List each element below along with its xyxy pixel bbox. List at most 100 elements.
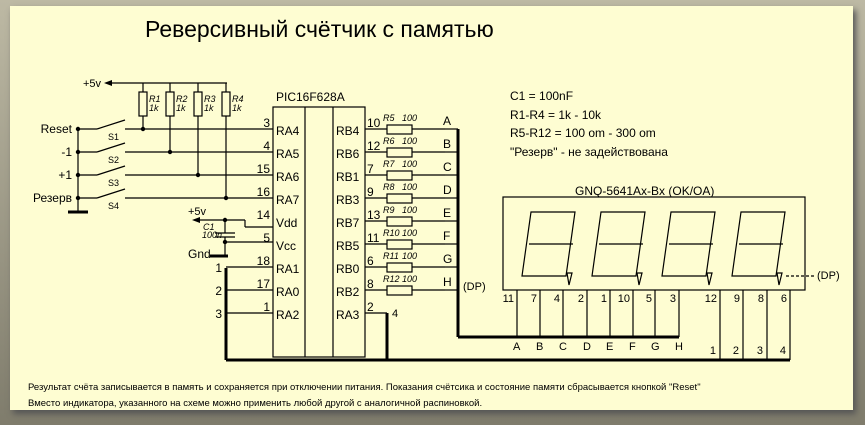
segment-letter: D (583, 341, 591, 353)
display-pin-number: 5 (646, 293, 652, 305)
pin-label: RA2 (276, 308, 300, 322)
display-pin-number: 2 (578, 293, 584, 305)
output-letter: C (443, 160, 452, 174)
resistor-name: R2 (176, 94, 188, 104)
segment-letter: G (651, 341, 660, 353)
resistor-name: R12 (383, 274, 400, 284)
pin-number: 10 (367, 116, 381, 130)
resistor-value: 1k (149, 103, 159, 113)
resistor-name: R11 (383, 251, 399, 261)
footer-note: Вместо индикатора, указанного на схеме м… (28, 398, 483, 409)
decimal-point (706, 272, 713, 286)
resistor-value: 1k (176, 103, 186, 113)
seven-segment-digit (661, 211, 716, 277)
resistor-value: 1k (204, 103, 214, 113)
digit-number: 2 (733, 345, 739, 357)
output-letter: A (443, 114, 451, 128)
pin-number: 12 (367, 139, 381, 153)
resistor-name: R5 (383, 113, 395, 123)
resistor-value: 1k (232, 103, 242, 113)
note: C1 = 100nF (510, 89, 573, 103)
display-dp-label: (DP) (817, 270, 840, 282)
pin-label: RA0 (276, 285, 300, 299)
pin-number: 8 (367, 277, 374, 291)
pin-number: 2 (367, 300, 374, 314)
decimal-point (566, 272, 573, 286)
pullup-resistor (193, 91, 203, 117)
pin-number: 15 (257, 162, 271, 176)
output-letter: B (443, 137, 451, 151)
pin-number: 5 (263, 231, 270, 245)
pin-label: RA3 (336, 308, 360, 322)
bus-number: 4 (392, 308, 398, 320)
input-label: +1 (58, 168, 72, 182)
capacitor-name: C1 (203, 222, 215, 232)
pullup-resistor (165, 91, 175, 117)
diagram-title: Реверсивный счётчик с памятью (145, 16, 494, 42)
pin-label: RB6 (336, 147, 360, 161)
resistor-value: 100 (402, 182, 417, 192)
display-pin-number: 1 (601, 293, 607, 305)
resistor-name: R4 (232, 94, 244, 104)
display-pin-number: 4 (554, 293, 560, 305)
resistor-name: R8 (383, 182, 395, 192)
pin-number: 17 (257, 277, 271, 291)
digit-number: 3 (757, 345, 763, 357)
display-pin-number: 3 (670, 293, 676, 305)
resistor (386, 285, 413, 296)
display-pin-number: 12 (705, 293, 717, 305)
pin-number: 4 (263, 139, 270, 153)
pin-label: RB5 (336, 239, 360, 253)
pin-label: RB1 (336, 170, 360, 184)
pullup-resistor (138, 91, 148, 117)
pin-label: Vcc (276, 239, 296, 253)
display-pin-number: 8 (758, 293, 764, 305)
resistor-value: 100 (402, 251, 417, 261)
seven-segment-digit (731, 211, 786, 277)
pin-label: RB4 (336, 124, 360, 138)
note: R5-R12 = 100 om - 300 om (510, 126, 656, 140)
resistor (386, 124, 413, 135)
pin-number: 1 (263, 300, 270, 314)
output-letter: E (443, 206, 451, 220)
pin-number: 14 (257, 208, 271, 222)
resistor (386, 216, 413, 227)
pin-number: 6 (367, 254, 374, 268)
resistor-value: 100 (402, 136, 417, 146)
output-letter: F (443, 229, 450, 243)
digit-number: 1 (710, 345, 716, 357)
resistor-name: R10 (383, 228, 400, 238)
input-label: Резерв (33, 191, 72, 205)
segment-letter: B (536, 341, 543, 353)
segment-letter: E (606, 341, 613, 353)
gnd-label: Gnd (188, 247, 211, 261)
vcc-label: +5v (83, 78, 102, 90)
schematic-panel (10, 6, 853, 410)
pin-label: RB7 (336, 216, 360, 230)
resistor-name: R1 (149, 94, 161, 104)
pin-number: 18 (257, 254, 271, 268)
seven-segment-digit (521, 211, 576, 277)
bus-number: 1 (215, 261, 222, 275)
pin-label: RB2 (336, 285, 360, 299)
switch-name: S3 (108, 178, 119, 188)
digit-number: 4 (780, 345, 786, 357)
vdd-label: +5v (188, 206, 207, 218)
switch (96, 165, 126, 176)
resistor (386, 193, 413, 204)
switch-name: S4 (108, 201, 119, 211)
switch-name: S2 (108, 155, 119, 165)
pin-number: 11 (367, 231, 380, 245)
segment-letter: C (559, 341, 567, 353)
resistor-value: 100 (402, 159, 417, 169)
resistor-value: 100 (402, 113, 417, 123)
pin-number: 3 (263, 116, 270, 130)
pin-number: 7 (367, 162, 374, 176)
junction-dot (222, 217, 228, 223)
resistor (386, 262, 413, 273)
resistor-name: R6 (383, 136, 395, 146)
switch (96, 142, 126, 153)
switch-name: S1 (108, 132, 119, 142)
switch (96, 119, 126, 130)
display-pin-number: 11 (503, 293, 514, 305)
